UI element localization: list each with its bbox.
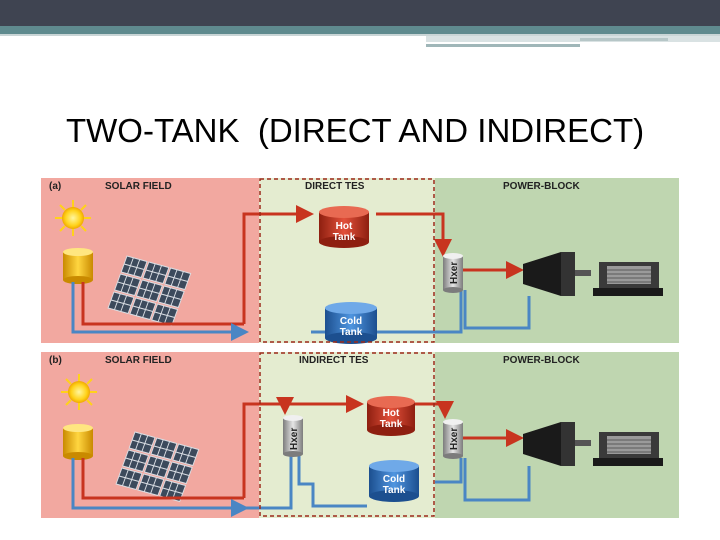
panel-tag: (a): [49, 181, 61, 192]
hot-pipe: [81, 205, 524, 326]
two-tank-diagram: (a) SOLAR FIELD DIRECT TES POWER-BLOCK: [41, 178, 679, 518]
tes-dashed-outline: [259, 178, 435, 343]
tes-label: INDIRECT TES: [299, 355, 369, 366]
cold-tank-label: Tank: [340, 327, 363, 338]
receiver-icon: [63, 248, 93, 284]
solar-field-label: SOLAR FIELD: [105, 355, 172, 366]
cold-tank-label: Tank: [383, 485, 406, 496]
hot-tank: Hot Tank: [367, 396, 415, 436]
slide-accent-bar: [426, 36, 720, 42]
panel-tag: (b): [49, 355, 62, 366]
panel-b: (b) SOLAR FIELD INDIRECT TES POWER-BLOCK: [41, 352, 679, 518]
cold-tank-label: Cold: [383, 474, 405, 485]
sun-icon: [55, 200, 91, 236]
hot-tank-label: Tank: [380, 419, 403, 430]
receiver-icon: [63, 424, 93, 460]
sun-icon: [61, 374, 97, 410]
generator-icon: [593, 432, 663, 466]
hot-pipe: [81, 395, 524, 500]
slide-top-stripe: [0, 26, 720, 34]
solar-field-label: SOLAR FIELD: [105, 181, 172, 192]
hot-tank-label: Tank: [333, 232, 356, 243]
slide-top-bar: [0, 0, 720, 26]
slide-title: TWO-TANK (DIRECT AND INDIRECT): [66, 112, 645, 149]
turbine-icon: [523, 252, 591, 296]
hot-tank: Hot Tank: [319, 206, 369, 248]
cold-tank: Cold Tank: [369, 460, 419, 502]
cold-tank: Cold Tank: [325, 302, 377, 344]
heat-exchanger-icon: Hxer: [283, 415, 303, 457]
heat-exchanger-icon: Hxer: [443, 253, 463, 293]
panel-a: (a) SOLAR FIELD DIRECT TES POWER-BLOCK: [41, 178, 679, 344]
hxer-label: Hxer: [449, 262, 460, 284]
cold-tank-label: Cold: [340, 316, 362, 327]
hxer-label: Hxer: [289, 428, 300, 450]
hxer-label: Hxer: [449, 428, 460, 450]
cold-pipe: [71, 456, 531, 517]
hot-tank-label: Hot: [336, 221, 353, 232]
tes-label: DIRECT TES: [305, 181, 365, 192]
slide-accent-bar: [580, 38, 668, 41]
generator-icon: [593, 262, 663, 296]
slide-accent-bar: [426, 44, 580, 47]
slide-top-line: [0, 34, 720, 36]
hot-tank-label: Hot: [383, 408, 400, 419]
tes-dashed-outline: [259, 352, 435, 517]
heat-exchanger-icon: Hxer: [443, 419, 463, 459]
power-block-label: POWER-BLOCK: [503, 181, 580, 192]
turbine-icon: [523, 422, 591, 466]
power-block-label: POWER-BLOCK: [503, 355, 580, 366]
